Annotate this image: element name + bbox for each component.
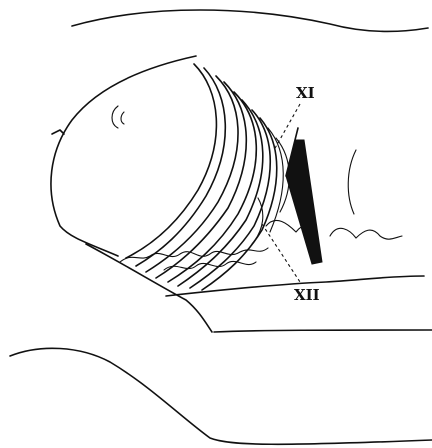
torso-back-outline <box>72 10 428 31</box>
small-mark <box>52 130 64 134</box>
back-contour <box>348 150 356 214</box>
thick-rib-xii <box>286 140 322 264</box>
vertebra-right <box>330 228 402 239</box>
rib-1b <box>136 68 225 266</box>
rib-3b <box>178 100 263 286</box>
chest-outline <box>51 56 196 256</box>
rib-1 <box>126 64 216 258</box>
thigh-outline <box>10 348 432 444</box>
label-rib-xii: XII <box>294 286 320 304</box>
vertebra-row-lower <box>120 248 268 262</box>
rib-2 <box>146 76 238 272</box>
rib-4b <box>202 118 277 290</box>
label-rib-xi: XI <box>296 84 315 102</box>
rib-2b <box>156 82 246 278</box>
nipple-mark <box>112 106 124 128</box>
pointer-line-xii <box>262 224 300 282</box>
back-lower-outline <box>214 330 432 332</box>
